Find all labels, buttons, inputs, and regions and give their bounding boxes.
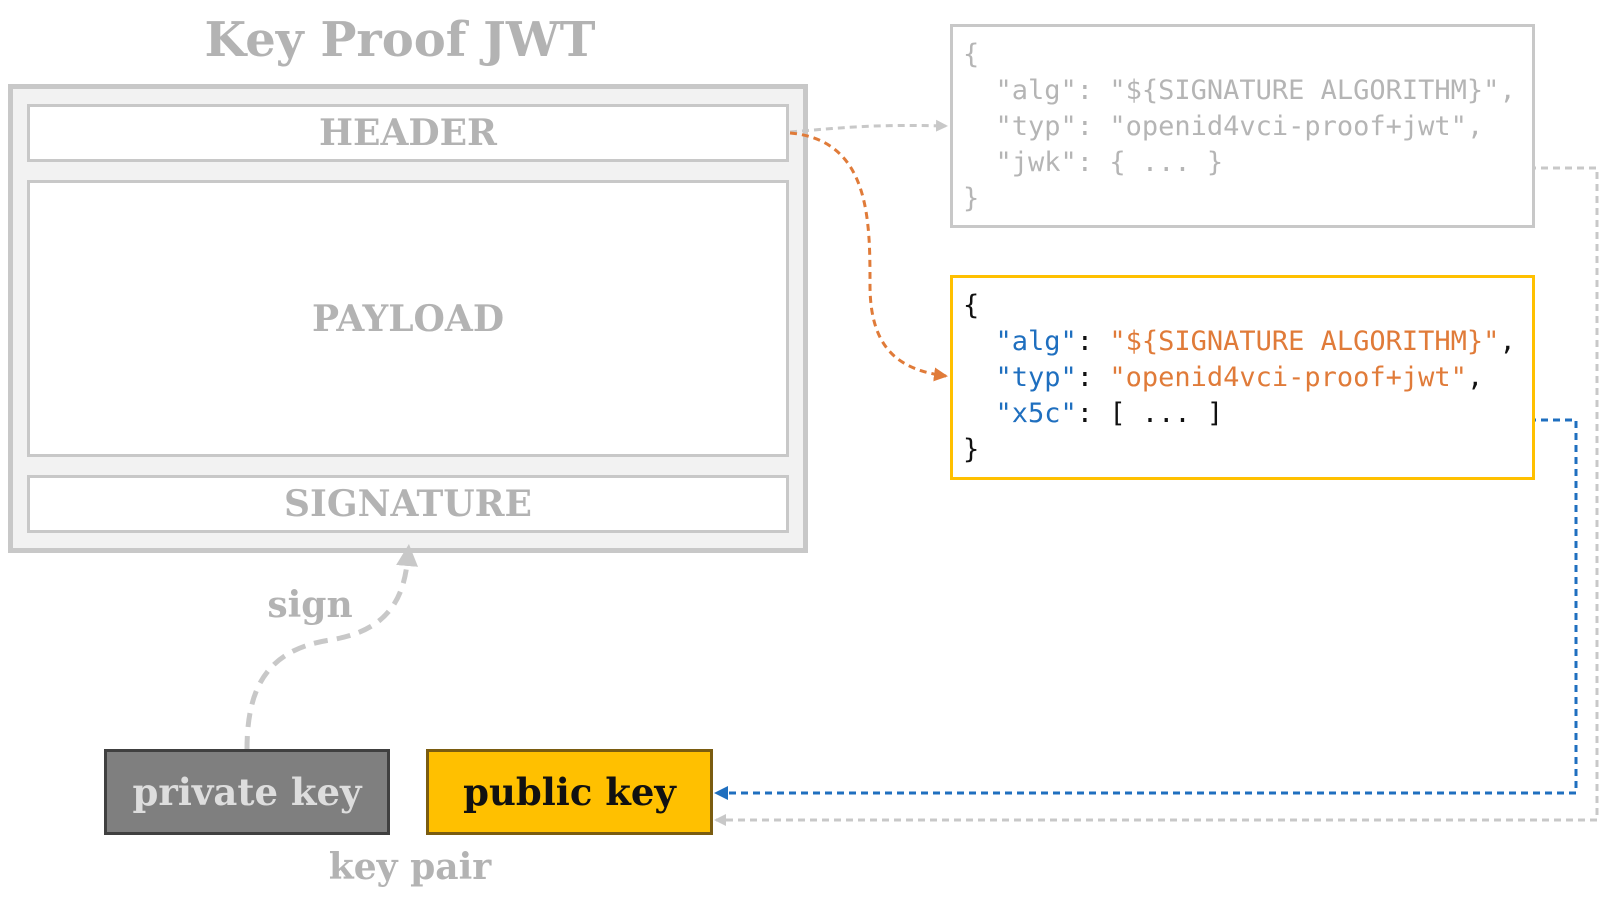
jwt-signature-section: SIGNATURE [27,475,789,533]
jwk-header-json: { "alg": "${SIGNATURE ALGORITHM}", "typ"… [950,24,1535,228]
x5c-alg-value: "${SIGNATURE ALGORITHM}" [1109,326,1500,357]
header-to-jwk-arrow [789,119,948,134]
jwk-alg-key: "alg" [995,75,1077,106]
x5c-alg-key: "alg" [995,326,1077,357]
private-key-box: private key [104,749,390,835]
sign-label: sign [267,584,353,626]
header-to-x5c-arrow [789,131,948,382]
public-key-box: public key [426,749,713,835]
jwk-key: "jwk" [995,147,1077,178]
jwt-payload-section: PAYLOAD [27,180,789,457]
x5c-typ-key: "typ" [995,362,1077,393]
diagram-title: Key Proof JWT [204,12,596,68]
x5c-json-close: } [963,434,980,465]
jwk-alg-value: "${SIGNATURE ALGORITHM}" [1109,75,1500,106]
key-pair-label: key pair [328,846,492,888]
jwk-typ-value: "openid4vci-proof+jwt" [1109,111,1467,142]
x5c-key: "x5c" [995,398,1077,429]
x5c-json-open: { [963,290,980,321]
x5c-header-json: { "alg": "${SIGNATURE ALGORITHM}", "typ"… [950,275,1535,480]
jwk-json-close: } [963,183,980,214]
jwt-header-section: HEADER [27,104,789,162]
jwk-value: { ... } [1109,147,1224,178]
jwk-typ-key: "typ" [995,111,1077,142]
sign-arrow [244,544,419,751]
jwk-json-open: { [963,39,980,70]
jwk-to-public-key-arrow [714,166,1599,826]
x5c-value: [ ... ] [1109,398,1224,429]
x5c-to-public-key-arrow [714,418,1578,800]
x5c-typ-value: "openid4vci-proof+jwt" [1109,362,1467,393]
